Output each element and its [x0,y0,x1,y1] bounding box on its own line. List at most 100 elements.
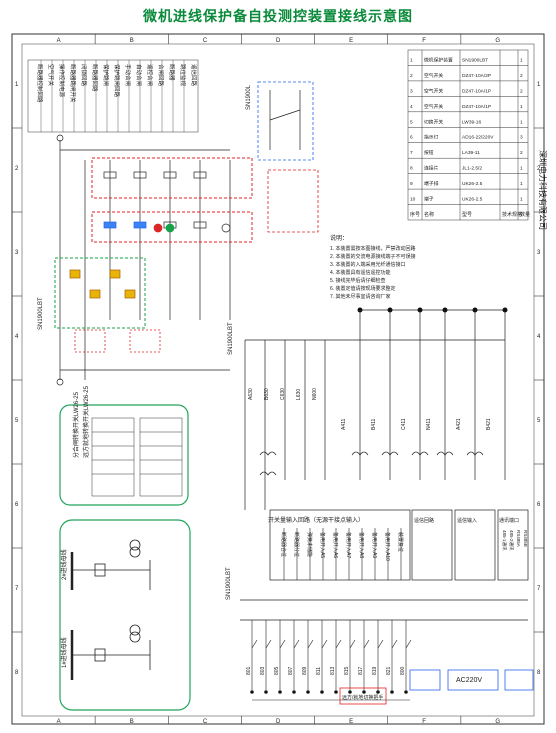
bom-cell: UK26-2.5 [462,181,483,187]
bom-cell: 微机保护装置 [424,56,453,63]
bottom-number: 821 [386,666,392,675]
pt-label: C630 [280,388,286,400]
pt-label: B630 [264,388,270,400]
legend-item: 跳位监视 [179,64,187,87]
bus-diagram [70,539,151,680]
grid-col-label: D [276,719,281,725]
bom-cell: 1 [520,119,523,125]
ct-dots [357,307,508,313]
note-line: 7. 其他未尽事宜请咨询厂家 [330,293,391,300]
grid-row-label: 6 [537,502,541,508]
di-item: 备用开入A8 [358,532,365,558]
grid-row-label: 3 [15,250,19,256]
bottom-number: 815 [344,666,350,675]
note-line: 1. 本装置需按本图接线，严禁改动回路 [330,245,416,252]
bom-cell: 1 [520,104,523,110]
table1-title: 分合闸转换开关LW26-25 [72,391,80,458]
sn-bottom-label: SN1900LBT [226,567,232,600]
switch-table-box [59,404,189,506]
comm-item: RS485A [516,530,521,547]
bottom-number: 805 [274,666,280,675]
legend-item: 保护跳闸 [102,64,110,86]
di-item: 备用开入A10 [384,532,391,561]
bom-header: 名称 [424,211,434,218]
bom-header: 型号 [462,211,472,218]
bom-cell: 3 [520,135,523,141]
bottom-number: 800 [400,666,406,675]
note-line: 2. 本装置的交流电源接线端子不可误接 [330,253,416,260]
di-columns [283,528,402,580]
remote-local-note: 远方/就地切换把手 [342,694,383,701]
note-line: 4. 本装置具有遥信遥控功能 [330,269,391,276]
di-item: 备用开入A5 [319,532,326,558]
comm-item: 485-2通讯 [508,530,515,551]
grid-row-label: 2 [15,166,19,172]
bom-cell: 8 [410,166,413,172]
comm-item: 485-1通讯 [501,530,508,551]
di-item: 断路器分位 [293,532,300,557]
company-name: 深圳电力科技有限公司 [538,150,548,230]
bom-table [407,49,529,221]
remote-switch-box [257,81,314,161]
ct-label: A411 [341,418,347,430]
legend-item: 遥控合闸 [146,64,154,86]
bom-cell: 1 [520,57,523,63]
grid-col-label: C [203,38,208,44]
note-line: 6. 装置定值请按现场要求整定 [330,285,396,292]
ac-label: AC220V [456,677,482,684]
left-legend: 断路器控制回路空气开关操作控制电源断路器跳闸开关闭锁回路断路器回路保护跳闸保护跳… [27,59,199,133]
legend-item: 空气开关 [47,64,55,87]
bom-cell: 7 [410,150,413,156]
bom-header: 技术规格 [502,211,522,218]
bottom-wiring [250,620,412,701]
bottom-number: 819 [372,666,378,675]
closing-circuit-box [91,157,253,199]
grid-row-label: 6 [15,502,19,508]
bom-cell: 4 [410,104,413,110]
bom-cell: 空气开关 [424,103,443,110]
grid-col-label: F [422,719,426,725]
bom-cell: 连接片 [424,165,439,172]
grid-col-label: B [130,38,134,44]
bus-diagram-box [59,519,191,711]
bottom-number: 809 [302,666,308,675]
bom-cell: 9 [410,181,413,187]
components [69,171,231,299]
legend-item: 断路器跳闸开关 [69,64,77,103]
grid-col-label: D [276,38,281,44]
legend-item: 遥信回路 [190,64,198,87]
grid-col-label: G [495,719,500,725]
grid-row-label: 4 [15,334,19,340]
grid-col-label: C [203,719,208,725]
sn-top-label: SN1900L [246,84,252,110]
di-item: 备用开入A7 [345,532,352,558]
ct-label: B421 [486,418,492,430]
bom-cell: LA39-11 [462,150,480,156]
sn-mid-label: SN1900LBT [38,297,44,330]
table2-title: 远方就地转换开关LW26-25 [82,385,90,458]
note-line: 5. 接线完毕后请仔细检查 [330,277,386,284]
grid-row-label: 7 [537,586,541,592]
ct-label: A421 [456,418,462,430]
device-box [54,257,146,329]
bottom-number: 813 [330,666,336,675]
bom-cell: 1 [410,57,413,63]
grid-row-label: 7 [15,586,19,592]
bom-cell: 空气开关 [424,87,443,94]
sn-lower-label: SN1900LBT [228,322,234,355]
note-line: 3. 本装置的入端采用光纤通信接口 [330,261,406,268]
grid-row-label: 5 [537,418,541,424]
di-item: 装置复位 [397,532,404,552]
legend-item: 手动合闸 [124,64,132,86]
grid-col-label: F [422,38,426,44]
bom-cell: 6 [410,135,413,141]
pt-label: A630 [248,388,254,400]
bom-cell: 3 [410,88,413,94]
